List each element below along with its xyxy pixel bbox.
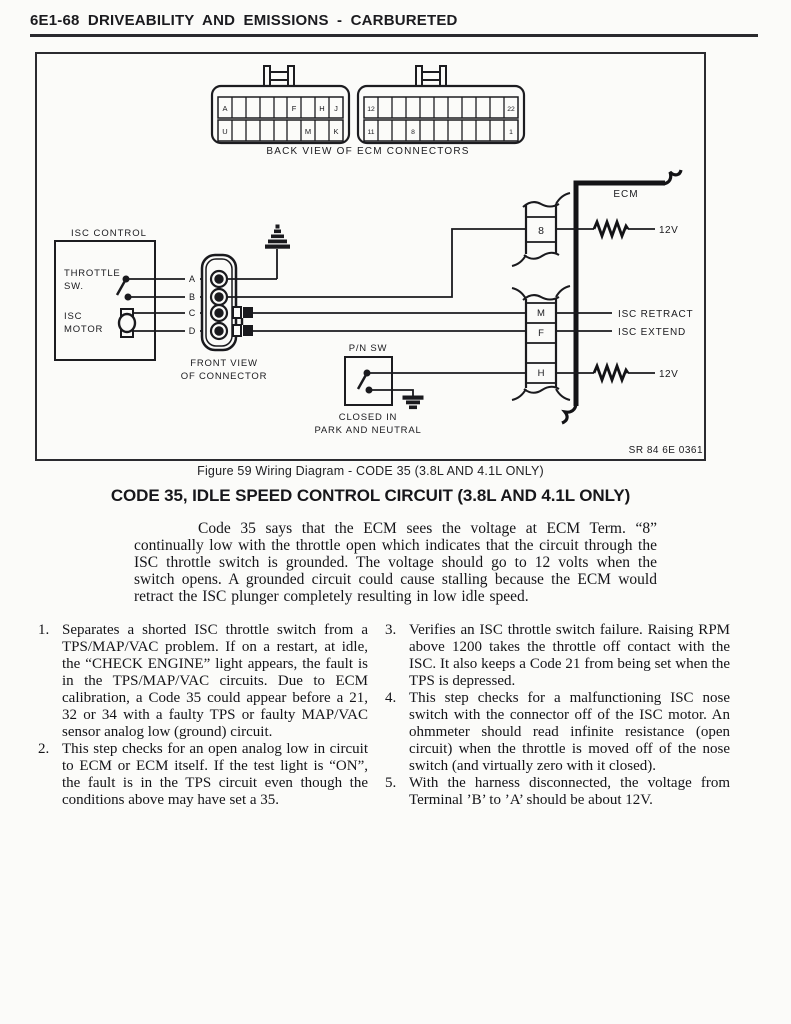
- ecm-connector-left: [210, 65, 351, 145]
- item-text: This step checks for a malfunctioning IS…: [409, 690, 730, 774]
- pin-c-label: C: [189, 308, 196, 318]
- svg-text:A: A: [222, 104, 227, 113]
- item-text: Separates a shorted ISC throttle switch …: [62, 622, 368, 740]
- throttle-sw-label-2: SW.: [64, 281, 84, 292]
- svg-text:M: M: [305, 127, 311, 136]
- svg-text:1: 1: [509, 129, 513, 136]
- item-text: Verifies an ISC throttle switch failure.…: [409, 622, 730, 689]
- svg-text:J: J: [334, 104, 338, 113]
- wires-right: [556, 228, 655, 374]
- ecm-boundary-line: [561, 169, 683, 425]
- front-connector-pin-labels: A B C D: [189, 274, 196, 336]
- terminal-8-label: 8: [538, 225, 544, 237]
- resistor-icon-bottom: [592, 361, 630, 385]
- figure-caption: Figure 59 Wiring Diagram - CODE 35 (3.8L…: [197, 464, 544, 478]
- terminal-8-block: [511, 192, 571, 267]
- svg-text:22: 22: [507, 106, 515, 113]
- wires-left: [129, 278, 212, 332]
- page-header-title: 6E1-68 DRIVEABILITY AND EMISSIONS - CARB…: [30, 12, 458, 29]
- isc-motor-label-1: ISC: [64, 311, 82, 322]
- isc-extend-label: ISC EXTEND: [618, 327, 686, 338]
- ecm-connector-right-pin-labels: 12 22 11 8 1: [367, 106, 515, 136]
- isc-control-label: ISC CONTROL: [71, 228, 147, 239]
- list-item: 1. Separates a shorted ISC throttle swit…: [38, 622, 368, 741]
- terminal-mfh-block: [511, 285, 571, 401]
- pn-switch-icon: [356, 369, 373, 394]
- throttle-sw-label-1: THROTTLE: [64, 268, 121, 279]
- terminal-mfh-labels: M F H: [537, 308, 545, 379]
- svg-text:11: 11: [367, 129, 374, 136]
- item-number: 2.: [38, 741, 50, 757]
- front-view-label-2: OF CONNECTOR: [181, 371, 267, 382]
- ground-icon-pn: [372, 389, 424, 410]
- item-text: With the harness disconnected, the volta…: [409, 775, 730, 808]
- resistor-icon-top: [592, 217, 630, 241]
- section-heading: CODE 35, IDLE SPEED CONTROL CIRCUIT (3.8…: [110, 486, 631, 505]
- svg-text:H: H: [319, 104, 324, 113]
- item-number: 1.: [38, 622, 50, 638]
- figure-ref-code: SR 84 6E 0361: [629, 445, 703, 456]
- svg-text:F: F: [292, 104, 297, 113]
- throttle-switch-icon: [115, 275, 132, 301]
- isc-control-box: [54, 240, 156, 361]
- item-text: This step checks for an open analog low …: [62, 741, 368, 808]
- svg-text:K: K: [333, 127, 338, 136]
- front-view-connector: [200, 253, 238, 352]
- wiring-figure-box: A F H J U M K 12 22 11 8: [35, 52, 706, 461]
- ground-icon-top: [227, 224, 290, 280]
- pin-a-label: A: [189, 274, 195, 284]
- ecm-connector-right: [356, 65, 526, 145]
- column-right: 3. Verifies an ISC throttle switch failu…: [385, 622, 730, 809]
- list-item: 4. This step checks for a malfunctioning…: [385, 690, 730, 775]
- procedure-columns: 1. Separates a shorted ISC throttle swit…: [38, 622, 730, 809]
- svg-text:U: U: [222, 127, 227, 136]
- isc-retract-label: ISC RETRACT: [618, 309, 693, 320]
- back-view-caption: BACK VIEW OF ECM CONNECTORS: [266, 146, 469, 157]
- list-item: 5. With the harness disconnected, the vo…: [385, 775, 730, 809]
- pn-sw-label: P/N SW: [349, 343, 388, 354]
- item-number: 4.: [385, 690, 397, 706]
- svg-text:8: 8: [411, 129, 415, 136]
- isc-motor-icon: [117, 308, 137, 338]
- v12-bottom-label: 12V: [659, 369, 678, 380]
- ecm-connector-left-pin-labels: A F H J U M K: [222, 104, 338, 136]
- pin-b-label: B: [189, 292, 195, 302]
- list-item: 2. This step checks for an open analog l…: [38, 741, 368, 809]
- svg-text:12: 12: [367, 106, 375, 113]
- front-view-label-1: FRONT VIEW: [190, 358, 257, 369]
- wiring-diagram-svg: A F H J U M K 12 22 11 8: [54, 65, 703, 456]
- pn-closed-label-2: PARK AND NEUTRAL: [314, 425, 421, 436]
- column-left: 1. Separates a shorted ISC throttle swit…: [38, 622, 368, 809]
- pn-closed-label-1: CLOSED IN: [339, 412, 397, 423]
- ecm-label: ECM: [613, 189, 638, 200]
- item-number: 5.: [385, 775, 397, 791]
- v12-top-label: 12V: [659, 225, 678, 236]
- pin-d-label: D: [189, 326, 196, 336]
- item-number: 3.: [385, 622, 397, 638]
- isc-motor-label-2: MOTOR: [64, 324, 103, 335]
- terminal-f-label: F: [538, 328, 544, 339]
- header-rule: [30, 34, 758, 37]
- intro-paragraph: Code 35 says that the ECM sees the volta…: [134, 520, 657, 605]
- list-item: 3. Verifies an ISC throttle switch failu…: [385, 622, 730, 690]
- pn-switch-box: [344, 356, 393, 406]
- harness-wires: [227, 228, 526, 374]
- terminal-h-label: H: [538, 368, 545, 379]
- terminal-m-label: M: [537, 308, 545, 319]
